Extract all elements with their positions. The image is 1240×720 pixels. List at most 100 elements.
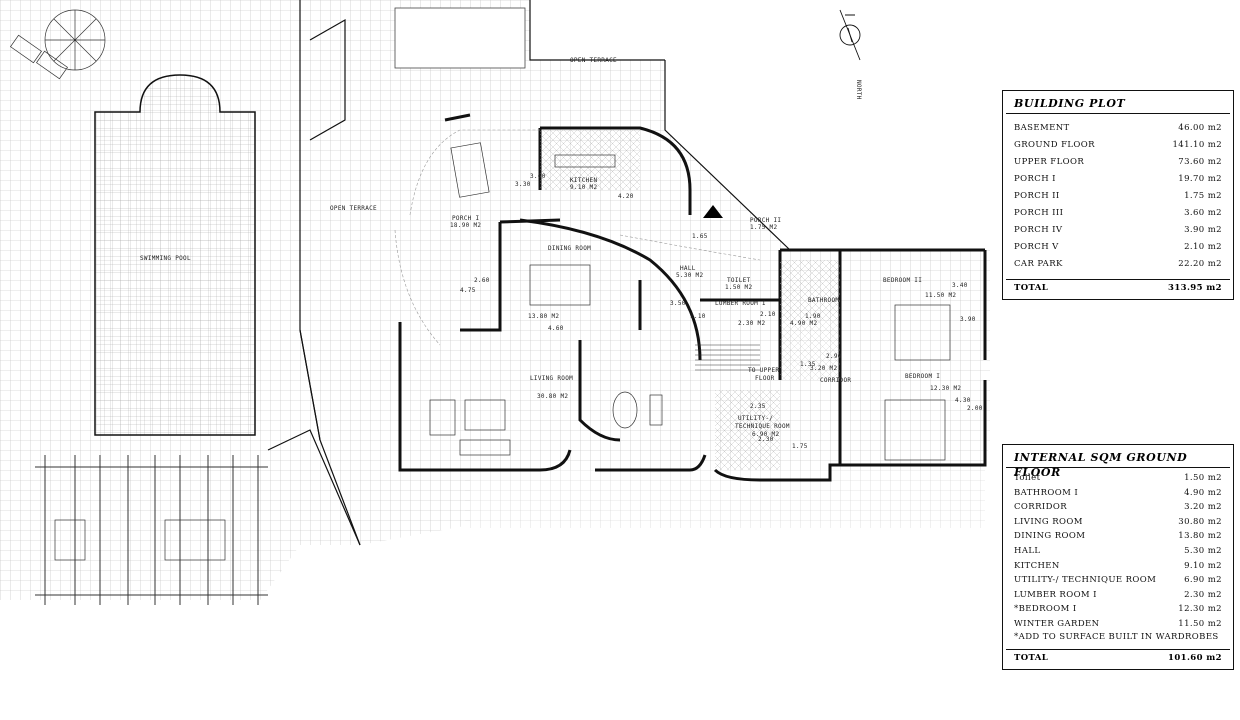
stairs-top <box>394 7 526 69</box>
building-plot-total: TOTAL 313.95 m2 <box>1006 279 1230 296</box>
row-value: 5.30 m2 <box>1184 545 1222 556</box>
label-toilet: TOILET <box>727 277 751 284</box>
row-label: WINTER GARDEN <box>1014 618 1100 629</box>
row-value: 22.20 m2 <box>1178 259 1222 269</box>
label-kitchen: KITCHEN <box>570 177 597 184</box>
label-porch2-area: 1.75 M2 <box>750 224 777 231</box>
dimension-label: 2.90 <box>826 353 842 360</box>
entrance-arrow-icon <box>703 205 723 218</box>
table-row: KITCHEN 9.10 m2 <box>1006 559 1230 574</box>
swimming-pool <box>94 74 256 436</box>
dimension-label: 4.30 <box>955 397 971 404</box>
internal-sqm-total: TOTAL 101.60 m2 <box>1006 649 1230 666</box>
row-label: Toilet <box>1014 473 1041 483</box>
table-row: PORCH III 3.60 m2 <box>1006 205 1230 222</box>
label-bedroom1-area: 12.30 M2 <box>930 385 961 392</box>
label-corridor-area: 3.20 M2 <box>810 365 837 372</box>
label-lumber-area: 2.30 M2 <box>738 320 765 327</box>
row-value: 2.10 m2 <box>1184 242 1222 252</box>
internal-sqm-title: INTERNAL SQM GROUND FLOOR <box>1006 448 1230 479</box>
label-open-terrace-left: OPEN TERRACE <box>330 205 377 212</box>
label-porch1: PORCH I <box>452 215 479 222</box>
dimension-label: 4.60 <box>548 325 564 332</box>
row-value: 3.60 m2 <box>1184 208 1222 218</box>
row-label: PORCH V <box>1014 242 1059 252</box>
table-row: WINTER GARDEN 11.50 m2 <box>1006 617 1230 632</box>
dimension-label: 3.30 <box>515 181 531 188</box>
internal-sqm-total-value: 101.60 m2 <box>1168 653 1222 663</box>
building-plot-total-value: 313.95 m2 <box>1168 283 1222 293</box>
row-label: KITCHEN <box>1014 560 1060 571</box>
note-text: *ADD TO SURFACE BUILT IN WARDROBES <box>1014 631 1219 642</box>
row-label: PORCH III <box>1014 208 1064 218</box>
dimension-label: 3.50 <box>670 300 686 307</box>
row-label: CORRIDOR <box>1014 502 1068 513</box>
label-dining: DINING ROOM <box>548 245 591 252</box>
dimension-label: 2.60 <box>474 277 490 284</box>
label-porch1-area: 18.90 M2 <box>450 222 481 229</box>
pergola <box>35 455 268 605</box>
row-label: PORCH I <box>1014 174 1056 184</box>
dimension-label: 1.65 <box>692 233 708 240</box>
dimension-label: 1.10 <box>690 313 706 320</box>
row-value: 11.50 m2 <box>1178 618 1222 629</box>
table-row: PORCH V 2.10 m2 <box>1006 239 1230 256</box>
row-value: 3.90 m2 <box>1184 225 1222 235</box>
label-porch2: PORCH II <box>750 217 781 224</box>
dimension-labels: 3.303.604.201.654.752.604.603.502.101.10… <box>460 173 983 450</box>
label-upper-floor-2: FLOOR <box>755 375 775 382</box>
row-value: 1.75 m2 <box>1184 191 1222 201</box>
row-value: 46.00 m2 <box>1178 123 1222 133</box>
row-label: PORCH II <box>1014 191 1060 201</box>
label-utility: UTILITY-/ <box>738 415 773 422</box>
row-value: 30.80 m2 <box>1178 516 1222 527</box>
row-label: UPPER FLOOR <box>1014 157 1085 167</box>
label-hall: HALL <box>680 265 696 272</box>
label-upper-floor: TO UPPER <box>748 367 779 374</box>
label-kitchen-area: 9.10 M2 <box>570 184 597 191</box>
table-row: CORRIDOR 3.20 m2 <box>1006 500 1230 515</box>
label-utility-2: TECHNIQUE ROOM <box>735 423 790 430</box>
row-value: 12.30 m2 <box>1178 604 1222 615</box>
row-value: 3.20 m2 <box>1184 502 1222 513</box>
dimension-label: 2.00 <box>967 405 983 412</box>
label-open-terrace-top: OPEN TERRACE <box>570 57 617 64</box>
dimension-label: 1.35 <box>800 361 816 368</box>
label-toilet-area: 1.50 M2 <box>725 284 752 291</box>
corridor-floor <box>780 320 840 380</box>
row-label: BATHROOM I <box>1014 487 1079 498</box>
row-value: 9.10 m2 <box>1184 560 1222 571</box>
table-row: PORCH IV 3.90 m2 <box>1006 222 1230 239</box>
label-bedroom1: BEDROOM I <box>905 373 940 380</box>
row-label: PORCH IV <box>1014 225 1063 235</box>
row-label: BASEMENT <box>1014 123 1070 133</box>
label-bathroom: BATHROOM <box>808 297 839 304</box>
label-north: NORTH <box>855 80 862 100</box>
plan-labels: SWIMMING POOL OPEN TERRACE OPEN TERRACE … <box>140 57 961 438</box>
north-arrow-icon <box>839 9 861 61</box>
kitchen-floor <box>540 130 640 190</box>
row-value: 141.10 m2 <box>1172 140 1222 150</box>
bathroom-floor <box>780 260 840 320</box>
label-lumber: LUMBER ROOM I <box>715 300 766 307</box>
dimension-label: 3.60 <box>530 173 546 180</box>
label-bathroom-area: 4.90 M2 <box>790 320 817 327</box>
row-label: UTILITY-/ TECHNIQUE ROOM <box>1014 575 1157 586</box>
row-label: DINING ROOM <box>1014 531 1086 542</box>
building-plot-total-label: TOTAL <box>1014 283 1049 293</box>
row-value: 13.80 m2 <box>1178 531 1222 542</box>
label-corridor: CORRIDOR <box>820 377 851 384</box>
